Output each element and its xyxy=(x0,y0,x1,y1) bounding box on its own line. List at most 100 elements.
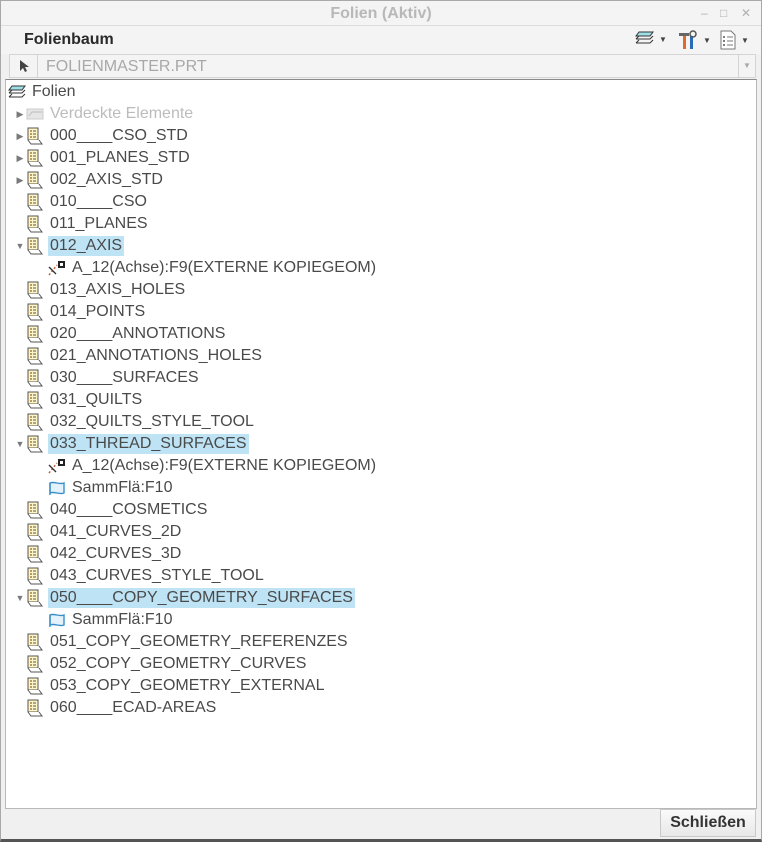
tree-layer-item[interactable]: ▼ 050____COPY_GEOMETRY_SURFACES xyxy=(14,587,355,609)
layers-icon xyxy=(8,83,26,101)
layer-icon xyxy=(26,633,44,651)
tree-layer-item[interactable]: 030____SURFACES xyxy=(14,367,201,389)
tree-layer-item[interactable]: 060____ECAD-AREAS xyxy=(14,697,218,719)
tree-feature-item[interactable]: SammFlä:F10 xyxy=(48,477,174,499)
layer-icon xyxy=(26,369,44,387)
layer-icon xyxy=(26,545,44,563)
tree-item-label: SammFlä:F10 xyxy=(72,611,173,628)
layer-icon xyxy=(26,303,44,321)
layers-menu-button[interactable]: ▼ xyxy=(635,30,667,48)
tree-item-label: 043_CURVES_STYLE_TOOL xyxy=(50,567,264,584)
window-title: Folien (Aktiv) xyxy=(330,5,432,22)
tree-layer-item[interactable]: 010____CSO xyxy=(14,191,149,213)
chevron-down-icon: ▼ xyxy=(741,35,749,45)
expand-icon[interactable]: ▶ xyxy=(16,152,24,163)
tree-layer-item[interactable]: 042_CURVES_3D xyxy=(14,543,183,565)
model-name: FOLIENMASTER.PRT xyxy=(46,58,207,75)
tree-feature-item[interactable]: SammFlä:F10 xyxy=(48,609,174,631)
expand-icon[interactable]: ▶ xyxy=(16,130,24,141)
tree-layer-item[interactable]: 014_POINTS xyxy=(14,301,147,323)
chevron-down-icon[interactable]: ▼ xyxy=(738,55,755,77)
tree-item-label: 052_COPY_GEOMETRY_CURVES xyxy=(50,655,307,672)
panel-title: Folienbaum xyxy=(24,31,114,48)
tree-layer-item[interactable]: ▶ 000____CSO_STD xyxy=(14,125,190,147)
layer-icon xyxy=(26,281,44,299)
layer-icon xyxy=(26,567,44,585)
panel-header: Folienbaum ▼ ▼ ▼ xyxy=(1,26,761,54)
tree-layer-item[interactable]: ▼ 012_AXIS xyxy=(14,235,125,257)
quilt-surface-icon xyxy=(48,611,66,629)
tree-layer-item[interactable]: 021_ANNOTATIONS_HOLES xyxy=(14,345,264,367)
tree-item-label: 041_CURVES_2D xyxy=(50,523,182,540)
layer-icon xyxy=(26,501,44,519)
tools-icon xyxy=(679,30,697,49)
tree-layer-item[interactable]: ▶ 002_AXIS_STD xyxy=(14,169,165,191)
model-selector[interactable]: FOLIENMASTER.PRT ▼ xyxy=(9,54,756,78)
maximize-button[interactable]: □ xyxy=(720,6,728,20)
tree-item-label: 032_QUILTS_STYLE_TOOL xyxy=(50,413,254,430)
layer-icon xyxy=(26,347,44,365)
list-settings-icon xyxy=(720,30,736,50)
tree-feature-item[interactable]: A_12(Achse):F9(EXTERNE KOPIEGEOM) xyxy=(48,257,378,279)
close-window-button[interactable]: ✕ xyxy=(741,6,752,20)
layer-icon xyxy=(26,325,44,343)
tree-layer-item[interactable]: ▶001_PLANES_STD xyxy=(14,147,192,169)
tree-item-label: 000____CSO_STD xyxy=(50,127,188,144)
tree-layer-item[interactable]: 020____ANNOTATIONS xyxy=(14,323,227,345)
close-button[interactable]: Schließen xyxy=(660,809,756,837)
display-options-button[interactable]: ▼ xyxy=(719,30,749,50)
chevron-down-icon: ▼ xyxy=(659,34,667,44)
expand-icon[interactable]: ▶ xyxy=(16,108,24,119)
layer-icon xyxy=(26,171,44,189)
tree-layer-item[interactable]: 051_COPY_GEOMETRY_REFERENZES xyxy=(14,631,350,653)
collapse-icon[interactable]: ▼ xyxy=(15,593,25,603)
tree-item-label: A_12(Achse):F9(EXTERNE KOPIEGEOM) xyxy=(72,457,377,474)
tree-item-label: 060____ECAD-AREAS xyxy=(50,699,217,716)
tree-layer-item[interactable]: 041_CURVES_2D xyxy=(14,521,183,543)
tree-item-label: 050____COPY_GEOMETRY_SURFACES xyxy=(48,588,355,608)
expand-icon[interactable]: ▶ xyxy=(16,174,24,185)
collapse-icon[interactable]: ▼ xyxy=(15,241,25,251)
tree-item-label: 053_COPY_GEOMETRY_EXTERNAL xyxy=(50,677,325,694)
tree-layer-item[interactable]: 032_QUILTS_STYLE_TOOL xyxy=(14,411,256,433)
tree-layer-item[interactable]: ▼ 033_THREAD_SURFACES xyxy=(14,433,249,455)
tree-layer-item[interactable]: 052_COPY_GEOMETRY_CURVES xyxy=(14,653,308,675)
layer-icon xyxy=(26,677,44,695)
layer-icon xyxy=(26,699,44,717)
layer-icon xyxy=(26,127,44,145)
title-bar[interactable]: Folien (Aktiv) – □ ✕ xyxy=(1,1,761,26)
tree-layer-item[interactable]: 040____COSMETICS xyxy=(14,499,209,521)
layer-icon xyxy=(26,193,44,211)
collapse-icon[interactable]: ▼ xyxy=(15,439,25,449)
tools-menu-button[interactable]: ▼ xyxy=(677,30,711,50)
tree-root-label: Folien xyxy=(32,83,76,100)
cursor-arrow-icon xyxy=(19,60,29,72)
tree-item-label: 040____COSMETICS xyxy=(50,501,208,518)
tree-layer-item[interactable]: 011_PLANES xyxy=(14,213,150,235)
quilt-surface-icon xyxy=(48,479,66,497)
tree-layer-item[interactable]: 053_COPY_GEOMETRY_EXTERNAL xyxy=(14,675,326,697)
tree-feature-item[interactable]: A_12(Achse):F9(EXTERNE KOPIEGEOM) xyxy=(48,455,378,477)
minimize-button[interactable]: – xyxy=(701,6,708,20)
tree-item-label: 033_THREAD_SURFACES xyxy=(48,434,249,454)
tree-layer-item[interactable]: ▶Verdeckte Elemente xyxy=(14,103,195,125)
chevron-down-icon: ▼ xyxy=(703,35,711,45)
tree-layer-item[interactable]: 013_AXIS_HOLES xyxy=(14,279,187,301)
layer-icon xyxy=(26,523,44,541)
layer-tree[interactable]: Folien ▶Verdeckte Elemente▶000____CSO_ST… xyxy=(5,79,757,809)
tree-item-label: 002_AXIS_STD xyxy=(50,171,163,188)
tree-layer-item[interactable]: 031_QUILTS xyxy=(14,389,144,411)
tree-item-label: 012_AXIS xyxy=(48,236,125,256)
axis-feature-icon xyxy=(48,457,66,475)
layer-icon xyxy=(26,149,44,167)
layers-icon xyxy=(635,31,654,44)
tree-layer-item[interactable]: 043_CURVES_STYLE_TOOL xyxy=(14,565,266,587)
select-model-button[interactable] xyxy=(10,55,38,77)
layer-icon xyxy=(26,237,44,255)
tree-item-label: 010____CSO xyxy=(50,193,147,210)
tree-item-label: 020____ANNOTATIONS xyxy=(50,325,226,342)
tree-item-label: 013_AXIS_HOLES xyxy=(50,281,186,298)
tree-root-folien[interactable]: Folien xyxy=(8,81,78,103)
tree-item-label: 014_POINTS xyxy=(50,303,146,320)
